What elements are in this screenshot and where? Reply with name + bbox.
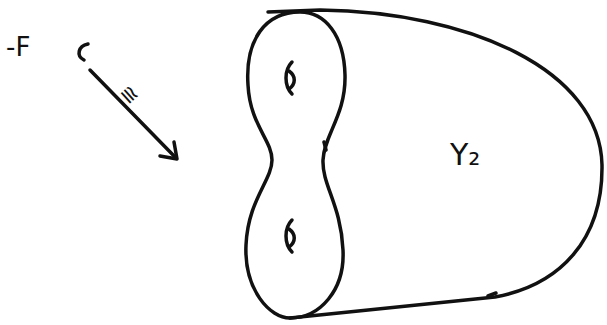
tick-mark: [324, 142, 326, 150]
iso-symbol: ≅: [115, 81, 144, 109]
region-label: Y₂: [450, 140, 480, 170]
cobordism-region: Y₂: [240, 4, 606, 323]
tick-mark: [488, 293, 496, 296]
handle-hole: [289, 71, 294, 89]
arrow-tail: [79, 44, 88, 60]
arrow-head: [160, 142, 177, 159]
handle-hole: [289, 229, 294, 247]
cobordism-outline: [240, 4, 606, 323]
arrow-line: [90, 70, 176, 158]
surface-label: -F: [6, 34, 30, 60]
dome: [268, 10, 602, 318]
genus-two-surface: [246, 12, 345, 318]
